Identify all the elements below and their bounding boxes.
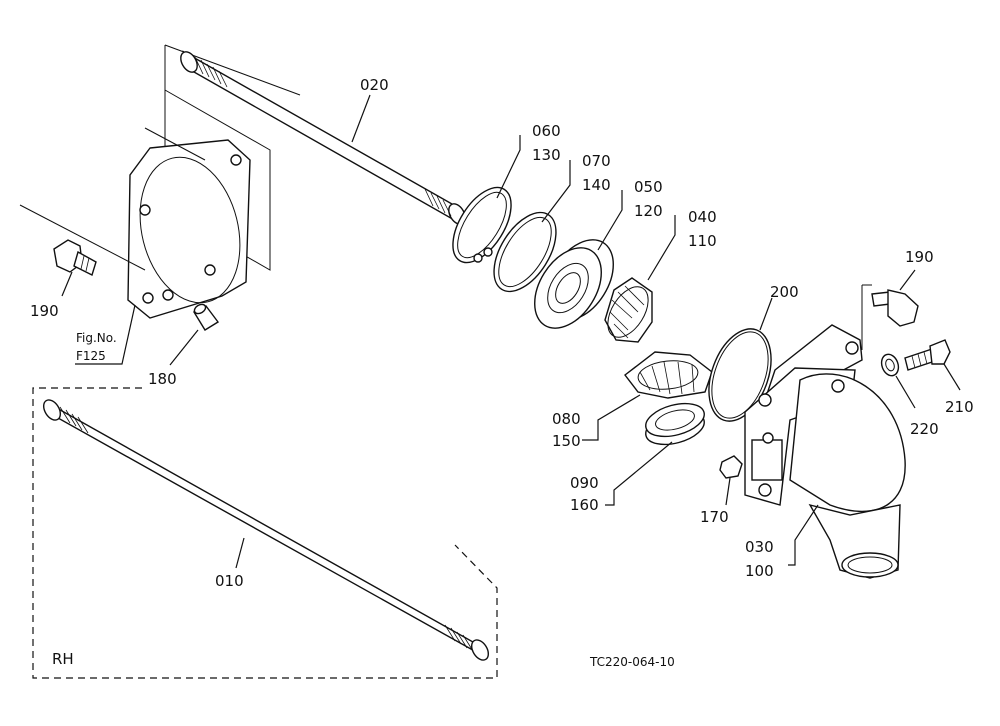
- mounting-plate: [19, 89, 271, 319]
- label-120: 120: [634, 202, 663, 220]
- label-200: 200: [770, 283, 799, 301]
- bolt-190-left: [53, 239, 97, 297]
- pin-180: [169, 303, 220, 366]
- label-190-left: 190: [30, 302, 59, 320]
- o-ring-070: [493, 160, 571, 293]
- washer-220: [880, 353, 916, 409]
- label-110: 110: [688, 232, 717, 250]
- axle-shaft-010: [42, 399, 490, 661]
- label-rh: RH: [52, 650, 74, 668]
- figref-line2: F125: [76, 349, 106, 363]
- label-170: 170: [700, 508, 729, 526]
- label-030: 030: [745, 538, 774, 556]
- label-080: 080: [552, 410, 581, 428]
- bevel-gear-040: [604, 215, 676, 343]
- label-160: 160: [570, 496, 599, 514]
- label-020: 020: [360, 76, 389, 94]
- label-070: 070: [582, 152, 611, 170]
- o-ring-200: [708, 297, 773, 422]
- label-090: 090: [570, 474, 599, 492]
- bearing-050: [534, 190, 623, 329]
- label-060: 060: [532, 122, 561, 140]
- rh-group-box: [32, 387, 498, 679]
- plug-170: [719, 455, 743, 506]
- bevel-gear-080: [582, 351, 713, 441]
- axle-shaft-020: [164, 44, 466, 227]
- label-210: 210: [945, 398, 974, 416]
- label-050: 050: [634, 178, 663, 196]
- label-190-right: 190: [905, 248, 934, 266]
- housing-030: [744, 284, 906, 579]
- label-150: 150: [552, 432, 581, 450]
- label-130: 130: [532, 146, 561, 164]
- label-100: 100: [745, 562, 774, 580]
- bolt-210: [904, 339, 961, 391]
- shaft-spline-left: [194, 56, 228, 88]
- label-180: 180: [148, 370, 177, 388]
- label-140: 140: [582, 176, 611, 194]
- figref-line1: Fig.No.: [76, 331, 117, 345]
- shaft-spline-right: [424, 188, 452, 217]
- label-010: 010: [215, 572, 244, 590]
- bolt-190-right: [871, 269, 919, 327]
- label-040: 040: [688, 208, 717, 226]
- figref-leader: [75, 304, 136, 365]
- bearing-090: [605, 402, 705, 506]
- label-220: 220: [910, 420, 939, 438]
- snap-ring-060: [452, 135, 521, 264]
- drawing-code: TC220-064-10: [589, 655, 675, 669]
